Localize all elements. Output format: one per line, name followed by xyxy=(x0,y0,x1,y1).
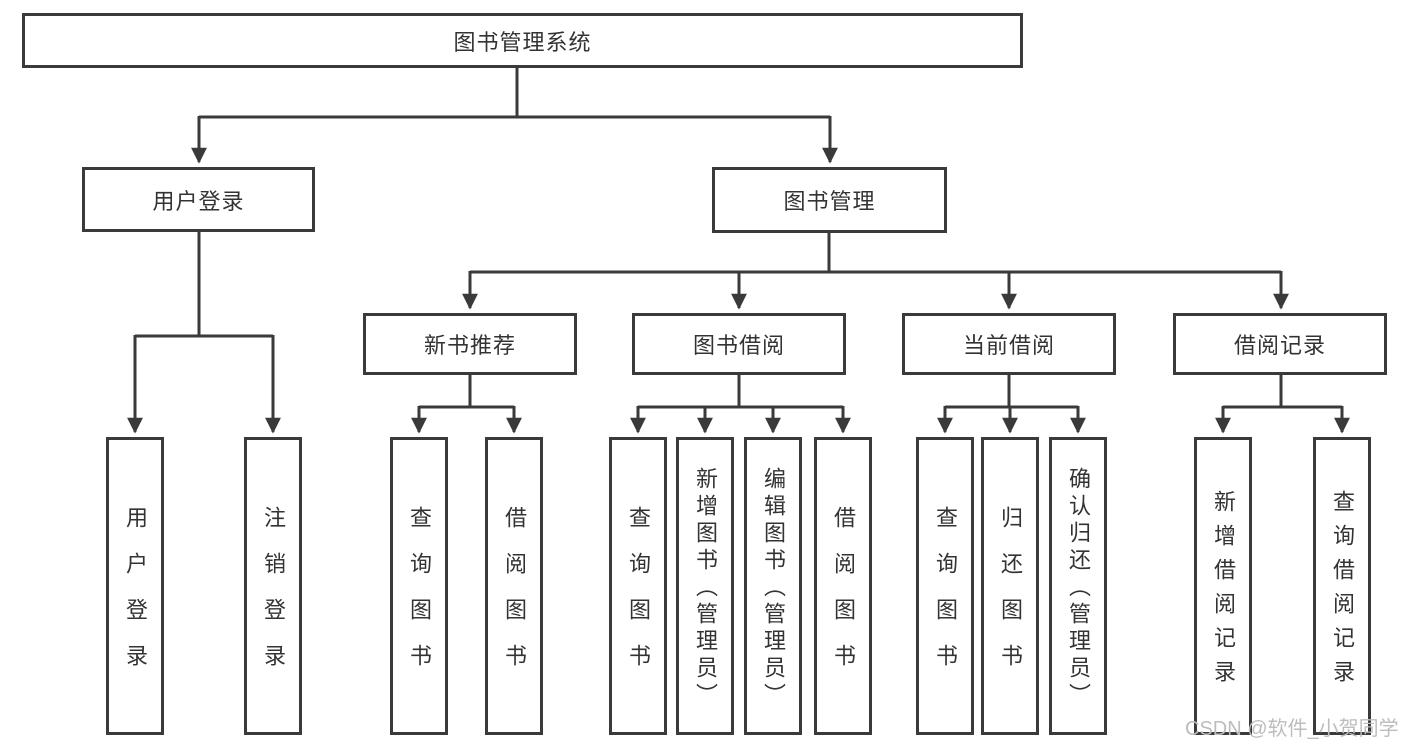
leaf-return-books-label: 归还图书 xyxy=(998,506,1023,690)
node-new-book-recommend-label: 新书推荐 xyxy=(423,333,516,358)
leaf-confirm-return-admin: 确认归还（管理员） xyxy=(1049,437,1107,735)
leaf-query-books-recommend: 查询图书 xyxy=(390,437,448,735)
leaf-return-books: 归还图书 xyxy=(981,437,1039,735)
leaf-user-login: 用户登录 xyxy=(106,437,164,735)
leaf-add-borrow-record-label: 新增借阅记录 xyxy=(1211,490,1236,694)
leaf-query-borrow-record-label: 查询借阅记录 xyxy=(1330,490,1355,694)
node-borrowing-records-label: 借阅记录 xyxy=(1233,333,1326,358)
leaf-borrow-books-label: 借阅图书 xyxy=(831,506,856,690)
leaf-logout-label: 注销登录 xyxy=(261,506,286,690)
leaf-query-books-recommend-label: 查询图书 xyxy=(407,506,432,690)
leaf-query-books-current: 查询图书 xyxy=(916,437,974,735)
leaf-borrow-books: 借阅图书 xyxy=(814,437,872,735)
node-current-borrowing-label: 当前借阅 xyxy=(962,333,1055,358)
leaf-edit-book-admin: 编辑图书（管理员） xyxy=(744,437,802,735)
leaf-query-books-current-label: 查询图书 xyxy=(933,506,958,690)
leaf-add-book-admin: 新增图书（管理员） xyxy=(676,437,734,735)
node-book-management: 图书管理 xyxy=(712,167,947,233)
leaf-borrow-books-recommend-label: 借阅图书 xyxy=(502,506,527,690)
node-book-borrowing: 图书借阅 xyxy=(632,313,846,375)
leaf-logout: 注销登录 xyxy=(244,437,302,735)
node-root-label: 图书管理系统 xyxy=(453,29,592,55)
leaf-borrow-books-recommend: 借阅图书 xyxy=(485,437,543,735)
node-book-management-label: 图书管理 xyxy=(783,189,876,214)
node-book-borrowing-label: 图书借阅 xyxy=(692,333,785,358)
node-user-login: 用户登录 xyxy=(82,167,315,232)
leaf-query-books-borrowing-label: 查询图书 xyxy=(626,506,651,690)
node-borrowing-records: 借阅记录 xyxy=(1173,313,1387,375)
leaf-confirm-return-admin-label: 确认归还（管理员） xyxy=(1066,467,1091,710)
watermark: CSDN @软件_小贺同学 xyxy=(1185,718,1399,740)
node-new-book-recommend: 新书推荐 xyxy=(363,313,577,375)
leaf-add-borrow-record: 新增借阅记录 xyxy=(1194,437,1252,735)
leaf-user-login-label: 用户登录 xyxy=(123,506,148,690)
leaf-query-borrow-record: 查询借阅记录 xyxy=(1313,437,1371,735)
node-current-borrowing: 当前借阅 xyxy=(902,313,1116,375)
leaf-query-books-borrowing: 查询图书 xyxy=(609,437,667,735)
node-user-login-label: 用户登录 xyxy=(152,188,245,214)
node-root: 图书管理系统 xyxy=(22,13,1023,68)
leaf-add-book-admin-label: 新增图书（管理员） xyxy=(693,467,718,710)
leaf-edit-book-admin-label: 编辑图书（管理员） xyxy=(761,467,786,710)
